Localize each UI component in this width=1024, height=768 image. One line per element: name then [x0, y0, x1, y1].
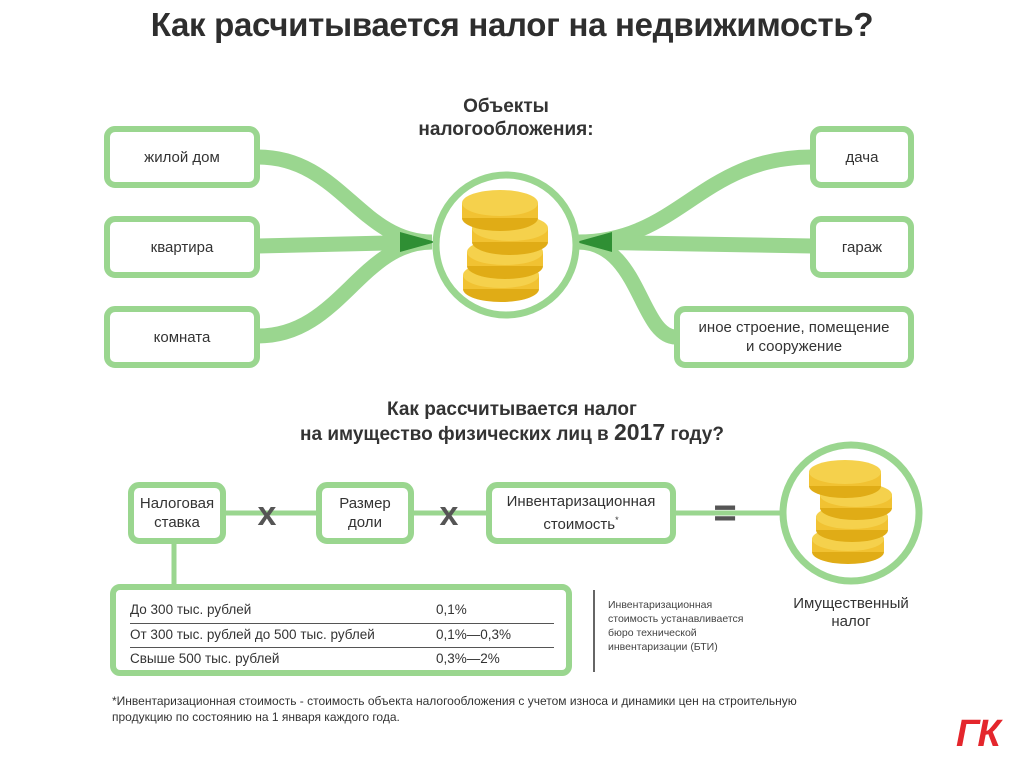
arrow-left: [400, 232, 436, 252]
inventory-value-note: Инвентаризационная стоимость устанавлива…: [608, 599, 744, 653]
objects-heading: Объекты налогообложения:: [418, 96, 594, 140]
page-title: Как расчитывается налог на недвижимость?: [150, 6, 874, 43]
multiply-sign-2: x: [439, 495, 459, 533]
connector-garage: [577, 234, 813, 254]
result-coin-icon: [809, 460, 892, 564]
result-label: Имущественный налог: [793, 595, 909, 630]
connector-room: [257, 234, 433, 344]
connector-dacha: [577, 149, 813, 250]
rates-table: До 300 тыс. рублей 0,1% От 300 тыс. рубл…: [110, 584, 572, 676]
coin-stack-icon: [462, 190, 548, 302]
equals-sign: =: [713, 491, 737, 535]
object-garage: гараж: [810, 216, 914, 278]
object-apartment: квартира: [104, 216, 260, 278]
object-house: жилой дом: [104, 126, 260, 188]
footnote: *Инвентаризационная стоимость - стоимост…: [112, 694, 797, 724]
rate-row: Свыше 500 тыс. рублей 0,3%—2%: [130, 651, 500, 666]
rate-row: До 300 тыс. рублей 0,1%: [130, 602, 467, 617]
rate-row: От 300 тыс. рублей до 500 тыс. рублей 0,…: [130, 627, 512, 642]
arrow-right: [576, 232, 612, 252]
connector-other: [577, 234, 678, 345]
multiply-sign-1: x: [257, 495, 277, 533]
object-room: комната: [104, 306, 260, 368]
connector-house: [257, 149, 433, 250]
logo: ГК: [956, 713, 1001, 755]
formula-heading: Как рассчитывается налог на имущество фи…: [300, 399, 724, 445]
object-dacha: дача: [810, 126, 914, 188]
